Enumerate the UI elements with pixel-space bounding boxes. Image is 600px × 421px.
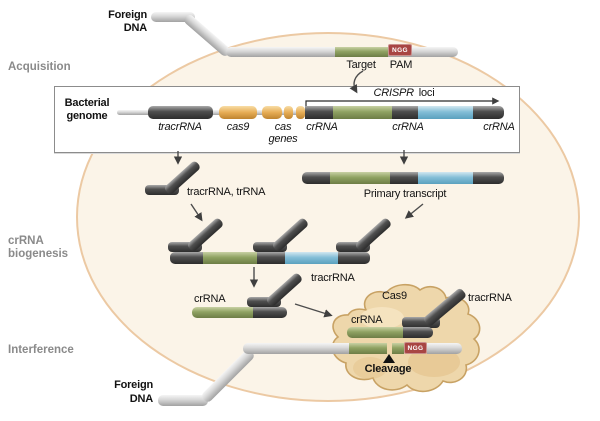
spacer-blue-segment [285,252,338,264]
tracrrna-arm [336,242,370,252]
target-match-segment [392,343,404,354]
target-to-loci-arrow [349,70,364,94]
tracrrna-arm [145,185,179,195]
tracrrna-arm [271,216,310,253]
target-match-segment [349,343,387,354]
tracrrna-molecule [168,214,232,253]
tracrrna-molecule [247,269,311,308]
tracrrna-trrna-label: tracrRNA, trRNA [187,186,266,198]
primary-transcript-label: Primary transcript [363,188,447,200]
cas-gene-bar-1 [262,106,282,119]
duplex-tracrrna-label: tracrRNA [311,272,355,284]
dna-segment [427,343,462,354]
repeat-segment [403,327,433,338]
spacer-green-segment [192,307,253,318]
pam-ngg-box-top: NGG [388,44,412,56]
transcript-to-complex-arrow [404,203,424,219]
foreign-dna-bottom-label: Foreign DNA [114,379,153,405]
tracrrna-molecule [336,214,400,253]
cleavage-label: Cleavage [364,363,412,375]
stage-interference: Interference [8,344,74,356]
complex-crrna-label: crRNA [351,314,383,326]
tracrrna-arm [247,297,281,307]
crispr-loci-label: CRISPR loci [373,87,435,99]
duplex-crrna-label: crRNA [194,293,226,305]
dna-segment [243,343,349,354]
repeat-segment [338,252,370,264]
processed-transcript-bar [170,252,370,264]
spacer-green-segment [347,327,403,338]
tracrrna-gene-label: tracrRNA [158,121,202,133]
cas9-label: Cas9 [382,290,407,302]
crispr-loci-extent-arrow [305,97,500,106]
tracrrna-to-complex-arrow [190,203,203,222]
crrna-gene-label-1: crRNA [306,121,338,133]
tracrrna-molecule [402,284,478,328]
foreign-dna-top-rod-right: NGG [226,44,458,57]
tracrrna-arm [402,317,440,328]
foreign-dna-bottom-rod-left [158,395,208,406]
spacer-blue-segment [418,106,473,119]
bacterial-genome-box [54,86,520,153]
foreign-dna-top-rod-left [151,12,195,22]
foreign-dna-bottom-rod-right: NGG [243,342,462,354]
complex-tracrrna-label: tracrRNA [468,292,512,304]
repeat-segment [170,252,203,264]
duplex-to-cas9-arrow [294,303,333,318]
box-to-transcript-arrow [399,150,409,165]
spacer-blue-segment [418,172,473,184]
repeat-segment [302,172,330,184]
target-label: Target [346,59,376,71]
foreign-dna-top-label: Foreign DNA [108,9,147,34]
spacer-green-segment [203,252,257,264]
tracrrna-arm [253,242,287,252]
tracrrna-arm [354,216,393,253]
repeat-segment [305,106,333,119]
repeat-segment [257,252,285,264]
primary-transcript-bar [302,172,504,184]
repeat-segment [390,172,418,184]
processing-down-arrow [249,267,259,288]
guide-crrna-bar [347,327,433,338]
tracrrna-molecule [145,157,209,196]
pam-label: PAM [389,59,413,71]
repeat-segment [253,307,287,318]
tracrrna-gene-bar [148,106,213,119]
protospacer-target-segment [335,47,388,57]
bacterial-genome-label: Bacterial genome [64,97,110,122]
stage-crrna-biogenesis: crRNA biogenesis [8,235,69,260]
crrna-gene-label-2: crRNA [392,121,424,133]
spacer-green-segment [333,106,392,119]
crrna-gene-label-3: crRNA [483,121,515,133]
tracrrna-molecule [253,214,317,253]
cas-gene-bar-2 [284,106,293,119]
repeat-segment [473,172,504,184]
cleavage-site-marker [383,354,395,363]
tracrrna-arm [422,287,468,328]
cas-genes-label: cas genes [268,121,298,145]
stage-acquisition: Acquisition [8,61,71,73]
foreign-dna-top-rod-diagonal [182,13,233,58]
spacer-green-segment [330,172,390,184]
cas-gene-bar-3 [296,106,305,119]
pam-ngg-box-bottom: NGG [404,342,427,354]
box-to-tracrrna-arrow [173,151,183,165]
repeat-segment [392,106,418,119]
cas9-gene-label: cas9 [226,121,250,133]
tracrrna-arm [168,242,202,252]
cas9-gene-bar [219,106,257,119]
repeat-segment [473,106,504,119]
crispr-array-bar [305,106,504,119]
mature-crrna-bar [192,307,287,318]
